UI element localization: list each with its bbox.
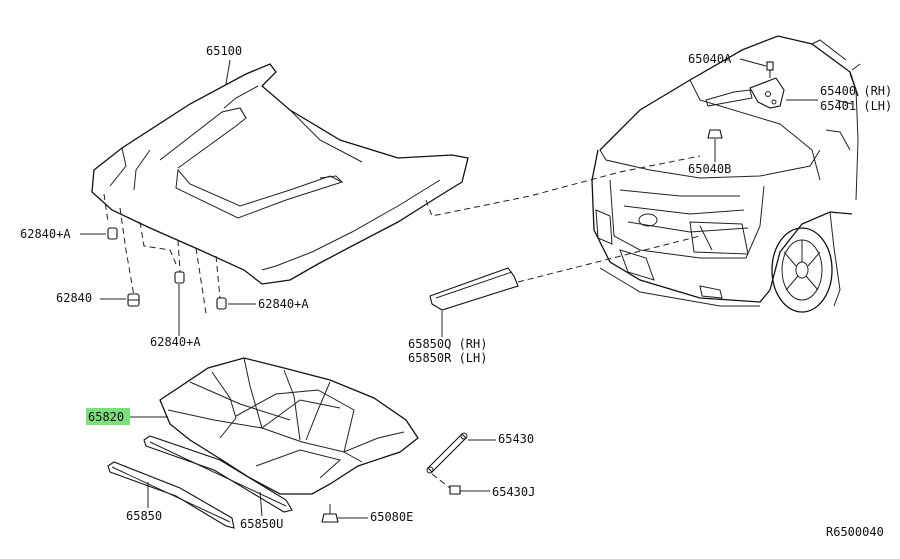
hood-panel <box>91 63 469 285</box>
part-label-65850u: 65850U <box>240 517 283 531</box>
part-label-65430: 65430 <box>498 432 534 446</box>
bumper-62840 <box>127 293 140 307</box>
part-label-62840a-left: 62840+A <box>20 227 71 241</box>
part-label-65040b: 65040B <box>688 162 731 176</box>
part-label-62840a-right: 62840+A <box>258 297 309 311</box>
part-label-65820: 65820 <box>88 410 124 424</box>
part-label-65040a: 65040A <box>688 52 732 66</box>
bumper-62840-left-upper <box>107 227 118 240</box>
part-label-65080e: 65080E <box>370 510 413 524</box>
diagram-id: R6500040 <box>826 525 884 539</box>
hood-dashed-guides <box>103 155 701 315</box>
part-label-65400-rh: 65400 (RH) <box>820 84 892 98</box>
seal-65850 <box>107 461 235 529</box>
seal-65850u <box>143 435 293 513</box>
clip-65080e <box>321 504 339 523</box>
part-label-65850q-rh: 65850Q (RH) <box>408 337 487 351</box>
vehicle-front-illustration <box>591 35 861 313</box>
part-label-65850: 65850 <box>126 509 162 523</box>
part-label-65100: 65100 <box>206 44 242 58</box>
part-label-62840a-bottom: 62840+A <box>150 335 201 349</box>
seal-dashed-guide <box>517 235 701 283</box>
bumper-62840a-center <box>174 271 185 284</box>
bumper-62840a-right <box>216 297 227 310</box>
grommet-65040b <box>707 129 723 139</box>
hood-hinge <box>705 77 785 109</box>
part-label-65430j: 65430J <box>492 485 535 499</box>
seal-strip-65850q-r <box>429 267 519 311</box>
part-label-65401-lh: 65401 (LH) <box>820 99 892 113</box>
stay-65430 <box>426 432 468 474</box>
stay-clip-65430j <box>431 473 461 495</box>
part-label-62840: 62840 <box>56 291 92 305</box>
part-label-65850r-lh: 65850R (LH) <box>408 351 487 365</box>
bolt-65040a <box>766 61 774 78</box>
hood-insulator <box>159 357 419 495</box>
highlight-65820 <box>86 408 130 425</box>
